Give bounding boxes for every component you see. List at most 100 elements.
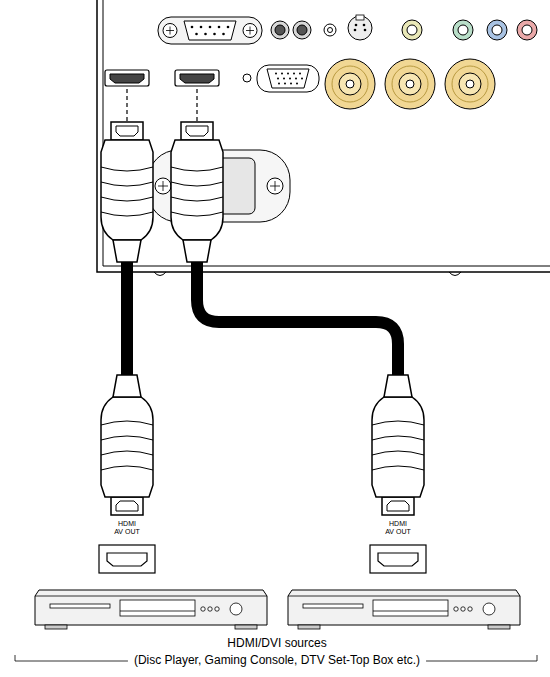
source-title: HDMI/DVI sources — [227, 637, 326, 651]
disc-player — [230, 603, 242, 615]
serial-port — [158, 17, 262, 44]
source-hdmi-port — [107, 553, 147, 566]
audio-jacks — [271, 21, 336, 39]
bnc-connectors — [445, 59, 495, 109]
disc-player — [201, 607, 205, 611]
audio-jacks — [328, 28, 333, 33]
bnc-connectors — [332, 66, 368, 102]
disc-player — [50, 604, 110, 608]
rca-jacks — [402, 20, 537, 40]
audio-jacks — [271, 21, 289, 39]
serial-port — [227, 26, 230, 29]
port-label: HDMI AV OUT — [114, 520, 141, 536]
projector-panel — [449, 272, 461, 276]
disc-player — [298, 625, 320, 629]
rca-jacks — [517, 20, 537, 40]
hdmi-cable — [127, 258, 398, 380]
serial-port — [166, 27, 174, 35]
insertion-guide — [127, 89, 197, 121]
rca-jacks — [487, 20, 507, 40]
disc-player — [120, 611, 195, 612]
disc-player — [288, 590, 520, 629]
serial-port — [246, 27, 254, 35]
vga-port — [275, 73, 277, 75]
vga-port — [289, 78, 291, 80]
disc-player — [461, 607, 465, 611]
disc-player — [373, 600, 448, 616]
bnc-connectors — [392, 66, 428, 102]
hdmi-ports — [175, 70, 219, 86]
vga-port — [287, 73, 289, 75]
power-socket — [267, 178, 283, 194]
disc-player — [235, 625, 257, 629]
rca-jacks — [402, 20, 422, 40]
source-hdmi-port — [378, 553, 418, 566]
vga-port — [283, 78, 285, 80]
s-video-port — [363, 24, 366, 27]
s-video-port — [348, 15, 372, 40]
serial-port — [158, 17, 262, 44]
s-video-port — [354, 29, 357, 32]
hdmi-ports — [105, 70, 219, 86]
disc-player — [35, 596, 267, 597]
insertion-guide — [126, 89, 127, 121]
vga-port — [277, 78, 279, 80]
vga-port — [243, 74, 251, 82]
serial-port — [191, 26, 230, 36]
vga-port — [278, 83, 280, 85]
rca-jacks — [492, 25, 502, 35]
disc-player — [483, 603, 495, 615]
vga-port — [275, 73, 303, 85]
serial-port — [184, 21, 236, 40]
hdmi-cable — [197, 258, 398, 380]
s-video-port — [356, 15, 364, 20]
port-label: HDMI AV OUT — [385, 520, 412, 536]
bnc-connectors — [325, 59, 495, 109]
vga-port — [267, 69, 309, 88]
disc-player — [468, 607, 472, 611]
disc-player — [454, 607, 458, 611]
disc-player — [215, 607, 219, 611]
vga-port — [293, 73, 295, 75]
vga-port — [243, 65, 319, 92]
bnc-connectors — [459, 73, 481, 95]
disc-player — [288, 590, 520, 625]
disc-player — [488, 625, 510, 629]
bnc-connectors — [339, 73, 361, 95]
bnc-connectors — [452, 66, 488, 102]
rca-jacks — [522, 25, 532, 35]
serial-port — [191, 26, 194, 29]
source-hdmi-port — [370, 545, 426, 573]
disc-player — [208, 607, 212, 611]
disc-player — [303, 604, 363, 608]
source-hdmi-port — [99, 545, 426, 573]
hdmi-ports — [105, 70, 149, 86]
power-socket — [155, 178, 171, 194]
disc-player — [35, 590, 267, 625]
serial-port — [222, 33, 225, 36]
vga-port — [284, 83, 286, 85]
power-socket — [270, 181, 280, 191]
audio-jacks — [297, 25, 307, 35]
hdmi-plug — [171, 122, 223, 262]
bnc-connectors — [399, 73, 421, 95]
insertion-guide — [196, 89, 197, 121]
source-list: (Disc Player, Gaming Console, DTV Set-To… — [134, 654, 420, 668]
vga-port — [299, 73, 301, 75]
rca-jacks — [407, 25, 417, 35]
serial-port — [200, 26, 203, 29]
vga-port — [281, 73, 283, 75]
group-bracket — [426, 655, 537, 661]
vga-port — [296, 83, 298, 85]
disc-player — [288, 596, 520, 597]
rca-jacks — [453, 20, 473, 40]
serial-port — [213, 33, 216, 36]
audio-jacks — [293, 21, 311, 39]
bnc-connectors — [346, 80, 354, 88]
audio-jacks — [324, 24, 336, 36]
s-video-port — [364, 29, 367, 32]
serial-port — [163, 24, 177, 38]
